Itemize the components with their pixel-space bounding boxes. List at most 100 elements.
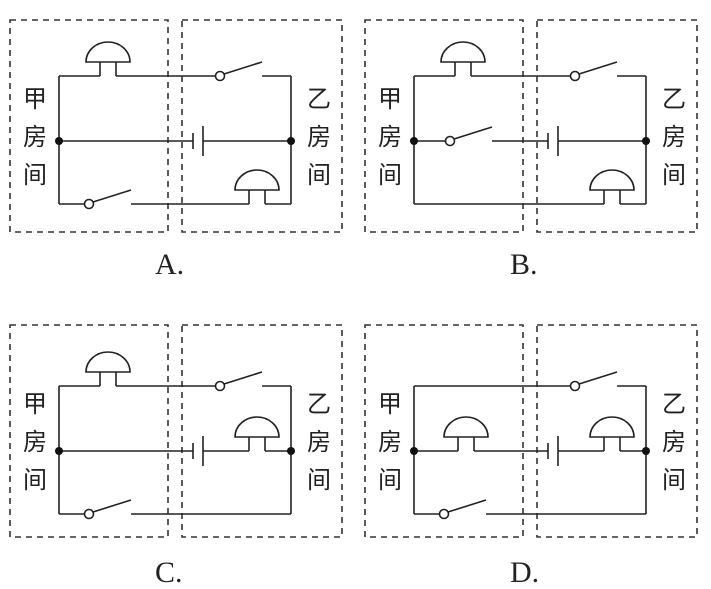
room-jia-char: 甲 [23, 390, 47, 418]
room-yi-char: 乙 [662, 390, 686, 418]
room-jia-box [9, 324, 169, 538]
battery-icon [192, 436, 204, 466]
room-jia-char: 房 [23, 428, 47, 456]
bell-icon [85, 41, 131, 76]
room-yi-char: 间 [662, 466, 686, 494]
battery-icon [192, 126, 204, 156]
bell-leg [99, 62, 117, 76]
room-yi-box [536, 324, 698, 538]
switch-icon [569, 61, 618, 82]
bell-dome [589, 169, 635, 191]
room-yi-char: 乙 [307, 85, 331, 113]
junction-node [642, 447, 650, 455]
bell-dome [589, 416, 635, 438]
junction-node [287, 447, 295, 455]
option-label: B. [510, 248, 538, 281]
switch-blade [578, 61, 618, 75]
bell-icon [589, 416, 635, 451]
junction-node [642, 137, 650, 145]
room-jia-label: 甲房间 [378, 85, 402, 189]
switch-icon [444, 126, 493, 147]
room-jia-char: 甲 [378, 390, 402, 418]
room-jia-char: 房 [378, 123, 402, 151]
room-yi-char: 乙 [307, 390, 331, 418]
room-yi-char: 间 [662, 161, 686, 189]
switch-icon [438, 499, 487, 520]
bell-icon [234, 169, 280, 204]
option-label: C. [155, 556, 183, 589]
bell-dome [85, 41, 131, 63]
junction-node [287, 137, 295, 145]
option-label: D. [510, 556, 539, 589]
bell-dome [443, 416, 489, 438]
switch-pivot [438, 508, 450, 520]
switch-icon [214, 61, 263, 82]
room-yi-char: 间 [307, 466, 331, 494]
switch-pivot [444, 135, 456, 147]
room-yi-char: 房 [307, 123, 331, 151]
room-yi-label: 乙房间 [662, 390, 686, 494]
bell-leg [603, 190, 621, 204]
switch-blade [223, 61, 263, 75]
bell-dome [440, 41, 486, 63]
room-yi-char: 乙 [662, 85, 686, 113]
switch-pivot [83, 198, 95, 210]
room-yi-box [181, 19, 343, 233]
battery-icon [547, 126, 559, 156]
room-yi-label: 乙房间 [662, 85, 686, 189]
bell-leg [99, 372, 117, 386]
room-jia-box [9, 19, 169, 233]
bell-dome [234, 169, 280, 191]
switch-icon [569, 371, 618, 392]
junction-node [410, 137, 418, 145]
bell-dome [234, 416, 280, 438]
junction-node [55, 447, 63, 455]
room-jia-char: 间 [378, 466, 402, 494]
switch-blade [447, 499, 487, 513]
room-yi-box [181, 324, 343, 538]
room-jia-char: 间 [23, 161, 47, 189]
bell-icon [443, 416, 489, 451]
room-yi-box [536, 19, 698, 233]
switch-blade [453, 126, 493, 140]
room-yi-char: 房 [662, 428, 686, 456]
switch-blade [223, 371, 263, 385]
bell-leg [248, 437, 266, 451]
switch-blade [92, 189, 132, 203]
switch-pivot [569, 70, 581, 82]
switch-pivot [214, 380, 226, 392]
room-jia-label: 甲房间 [378, 390, 402, 494]
bell-icon [234, 416, 280, 451]
junction-node [410, 447, 418, 455]
room-jia-char: 间 [378, 161, 402, 189]
room-yi-label: 乙房间 [307, 390, 331, 494]
room-jia-label: 甲房间 [23, 85, 47, 189]
room-yi-char: 房 [662, 123, 686, 151]
switch-pivot [214, 70, 226, 82]
room-jia-char: 甲 [23, 85, 47, 113]
switch-pivot [569, 380, 581, 392]
switch-icon [214, 371, 263, 392]
switch-icon [83, 499, 132, 520]
option-label: A. [155, 248, 184, 281]
room-yi-char: 房 [307, 428, 331, 456]
room-jia-label: 甲房间 [23, 390, 47, 494]
room-jia-char: 房 [23, 123, 47, 151]
room-jia-box [364, 324, 524, 538]
room-yi-label: 乙房间 [307, 85, 331, 189]
switch-blade [578, 371, 618, 385]
bell-icon [589, 169, 635, 204]
bell-leg [457, 437, 475, 451]
room-yi-char: 间 [307, 161, 331, 189]
bell-leg [454, 62, 472, 76]
room-jia-char: 间 [23, 466, 47, 494]
bell-dome [85, 351, 131, 373]
battery-icon [547, 436, 559, 466]
bell-leg [248, 190, 266, 204]
room-jia-char: 房 [378, 428, 402, 456]
